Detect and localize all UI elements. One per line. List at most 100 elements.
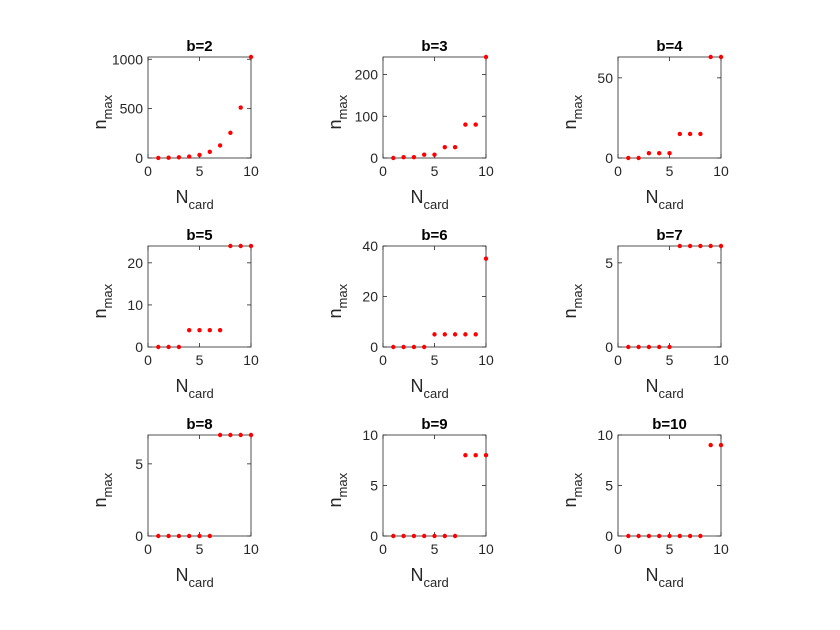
x-axis-label-subscript: card bbox=[189, 575, 214, 590]
x-tick-label: 5 bbox=[196, 541, 204, 557]
data-point bbox=[228, 432, 233, 438]
x-axis-label-main: N bbox=[411, 565, 424, 585]
data-point bbox=[646, 150, 652, 156]
x-tick-label: 0 bbox=[614, 541, 622, 557]
y-tick-label: 10 bbox=[362, 427, 378, 443]
y-axis-label-main: n bbox=[560, 497, 580, 507]
y-axis-label-main: n bbox=[560, 308, 580, 318]
data-point bbox=[207, 327, 212, 333]
data-point bbox=[207, 533, 212, 539]
data-point bbox=[207, 149, 212, 154]
y-axis-label: nmax bbox=[560, 283, 585, 318]
data-point bbox=[391, 533, 396, 539]
data-point bbox=[452, 332, 458, 337]
x-tick-label: 0 bbox=[614, 352, 622, 368]
data-point bbox=[156, 344, 161, 350]
axes-box bbox=[382, 434, 487, 537]
data-point bbox=[698, 131, 703, 137]
data-point bbox=[687, 243, 693, 249]
data-point bbox=[422, 344, 427, 350]
x-axis-label-main: N bbox=[411, 187, 424, 207]
data-point bbox=[228, 130, 233, 136]
y-tick-label: 5 bbox=[370, 478, 378, 494]
y-tick-label: 500 bbox=[120, 101, 144, 117]
y-axis-label-subscript: max bbox=[335, 283, 350, 308]
data-point bbox=[708, 243, 713, 249]
y-tick-label: 1000 bbox=[112, 51, 143, 67]
y-tick-label: 10 bbox=[127, 297, 143, 313]
subplot-title: b=2 bbox=[186, 38, 212, 55]
y-axis-label-subscript: max bbox=[570, 283, 585, 308]
data-point bbox=[636, 533, 641, 539]
y-axis-label-subscript: max bbox=[335, 472, 350, 497]
data-point bbox=[187, 154, 192, 159]
data-point bbox=[422, 533, 427, 539]
x-axis-label-subscript: card bbox=[189, 197, 214, 212]
data-point bbox=[473, 332, 478, 337]
data-point bbox=[687, 131, 693, 137]
axes-box bbox=[617, 56, 722, 159]
data-point bbox=[401, 344, 406, 350]
x-tick-label: 5 bbox=[666, 352, 674, 368]
y-tick-label: 10 bbox=[597, 427, 613, 443]
y-axis-label-subscript: max bbox=[100, 94, 115, 119]
data-point bbox=[463, 332, 468, 337]
y-axis-label-main: n bbox=[325, 119, 345, 129]
data-point bbox=[646, 344, 652, 350]
subplot-title: b=4 bbox=[656, 38, 683, 55]
axes-box bbox=[617, 245, 722, 348]
data-point bbox=[166, 344, 171, 350]
data-point bbox=[677, 533, 682, 539]
y-axis-label-main: n bbox=[90, 119, 110, 129]
x-tick-label: 0 bbox=[144, 352, 152, 368]
subplot-title: b=8 bbox=[186, 416, 212, 433]
data-point bbox=[156, 533, 161, 539]
data-point bbox=[176, 533, 182, 539]
data-point bbox=[718, 243, 724, 249]
x-axis-label-main: N bbox=[646, 565, 659, 585]
axes-box bbox=[382, 245, 487, 348]
y-axis-label-main: n bbox=[325, 308, 345, 318]
y-axis-label: nmax bbox=[325, 472, 350, 507]
data-point bbox=[473, 122, 478, 127]
x-axis-label-main: N bbox=[176, 565, 189, 585]
x-axis-label: Ncard bbox=[411, 187, 449, 212]
data-point bbox=[248, 243, 254, 249]
x-axis-label: Ncard bbox=[411, 376, 449, 401]
y-tick-label: 0 bbox=[135, 150, 143, 166]
data-point bbox=[483, 54, 489, 60]
x-tick-label: 5 bbox=[196, 163, 204, 179]
y-tick-label: 0 bbox=[370, 528, 378, 544]
x-axis-label-subscript: card bbox=[659, 197, 684, 212]
data-point bbox=[667, 344, 672, 350]
x-tick-label: 5 bbox=[196, 352, 204, 368]
x-axis-label-subscript: card bbox=[424, 386, 449, 401]
x-axis-label: Ncard bbox=[646, 376, 684, 401]
y-axis-label: nmax bbox=[560, 472, 585, 507]
data-point bbox=[677, 243, 682, 249]
x-tick-label: 10 bbox=[243, 352, 259, 368]
y-tick-label: 40 bbox=[362, 238, 378, 254]
x-axis-label-subscript: card bbox=[659, 575, 684, 590]
x-tick-label: 10 bbox=[478, 541, 494, 557]
data-point bbox=[187, 327, 192, 333]
data-point bbox=[698, 533, 703, 539]
data-point bbox=[391, 344, 396, 350]
y-tick-label: 20 bbox=[127, 255, 143, 271]
x-axis-label-subscript: card bbox=[424, 197, 449, 212]
x-tick-label: 5 bbox=[666, 163, 674, 179]
data-point bbox=[401, 533, 406, 539]
data-point bbox=[166, 533, 171, 539]
data-point bbox=[217, 143, 223, 148]
subplot-title: b=3 bbox=[421, 38, 447, 55]
data-point bbox=[197, 152, 202, 158]
x-axis-label-main: N bbox=[646, 187, 659, 207]
x-tick-label: 0 bbox=[379, 352, 387, 368]
axes-box bbox=[617, 434, 722, 537]
y-axis-label-subscript: max bbox=[570, 94, 585, 119]
